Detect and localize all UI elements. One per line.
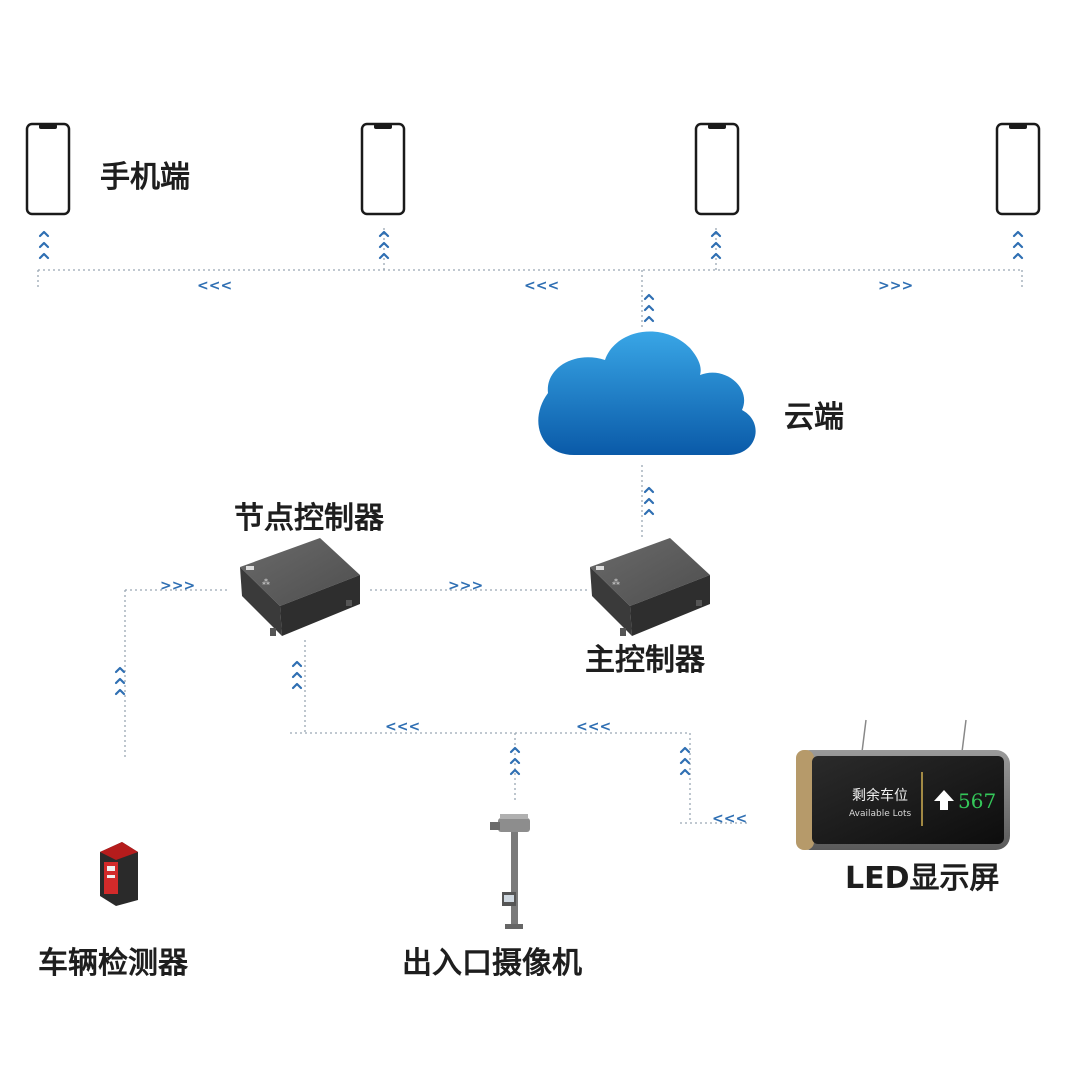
led-up-arrow-icon (934, 790, 954, 810)
up-chevron-icon (679, 746, 691, 776)
arrow-right-1: >>> (878, 278, 913, 294)
phone-icon (25, 122, 71, 216)
arrow-markers: <<< <<< >>> >>> >>> <<< <<< <<< (160, 278, 913, 827)
node-controller-label: 节点控制器 (234, 501, 385, 536)
cloud-icon (538, 331, 756, 455)
gate-camera-icon (490, 814, 530, 929)
phone-icon (360, 122, 406, 216)
node-controller-icon: ⁂ (240, 538, 360, 636)
vehicle-detector-icon (100, 842, 138, 906)
up-chevron-icon (710, 230, 722, 260)
connection-lines (37, 228, 1023, 824)
arrow-left-2: <<< (524, 278, 559, 294)
phone-icon (694, 122, 740, 216)
arrow-left-5: <<< (712, 811, 747, 827)
led-title-cn: 剩余车位 (852, 787, 908, 804)
up-chevron-icon (378, 230, 390, 260)
arrow-right-2: >>> (160, 578, 195, 594)
up-chevron-icon (291, 660, 303, 690)
led-display-label: LED显示屏 (845, 861, 1000, 896)
up-chevron-icon (38, 230, 50, 260)
vehicle-detector-label: 车辆检测器 (38, 946, 189, 981)
phone-icon (995, 122, 1041, 216)
main-controller-label: 主控制器 (585, 643, 706, 678)
svg-text:⁂: ⁂ (262, 577, 270, 587)
arrow-left-3: <<< (385, 719, 420, 735)
up-chevron-icon (114, 666, 126, 696)
phones (25, 122, 1041, 216)
arrow-left-4: <<< (576, 719, 611, 735)
phone-label: 手机端 (100, 160, 190, 195)
up-chevron-icon (643, 293, 655, 323)
arrow-left-1: <<< (197, 278, 232, 294)
svg-text:⁂: ⁂ (612, 577, 620, 587)
led-display-icon: 剩余车位 Available Lots 567 (796, 719, 1010, 850)
main-controller-icon: ⁂ (590, 538, 710, 636)
led-title-en: Available Lots (849, 809, 911, 819)
cloud-label: 云端 (784, 400, 844, 435)
up-chevron-icon (643, 486, 655, 516)
up-chevron-stacks (38, 230, 1024, 776)
gate-camera-label: 出入口摄像机 (402, 946, 582, 981)
arrow-right-3: >>> (448, 578, 483, 594)
led-count: 567 (958, 789, 996, 813)
up-chevron-icon (509, 746, 521, 776)
up-chevron-icon (1012, 230, 1024, 260)
